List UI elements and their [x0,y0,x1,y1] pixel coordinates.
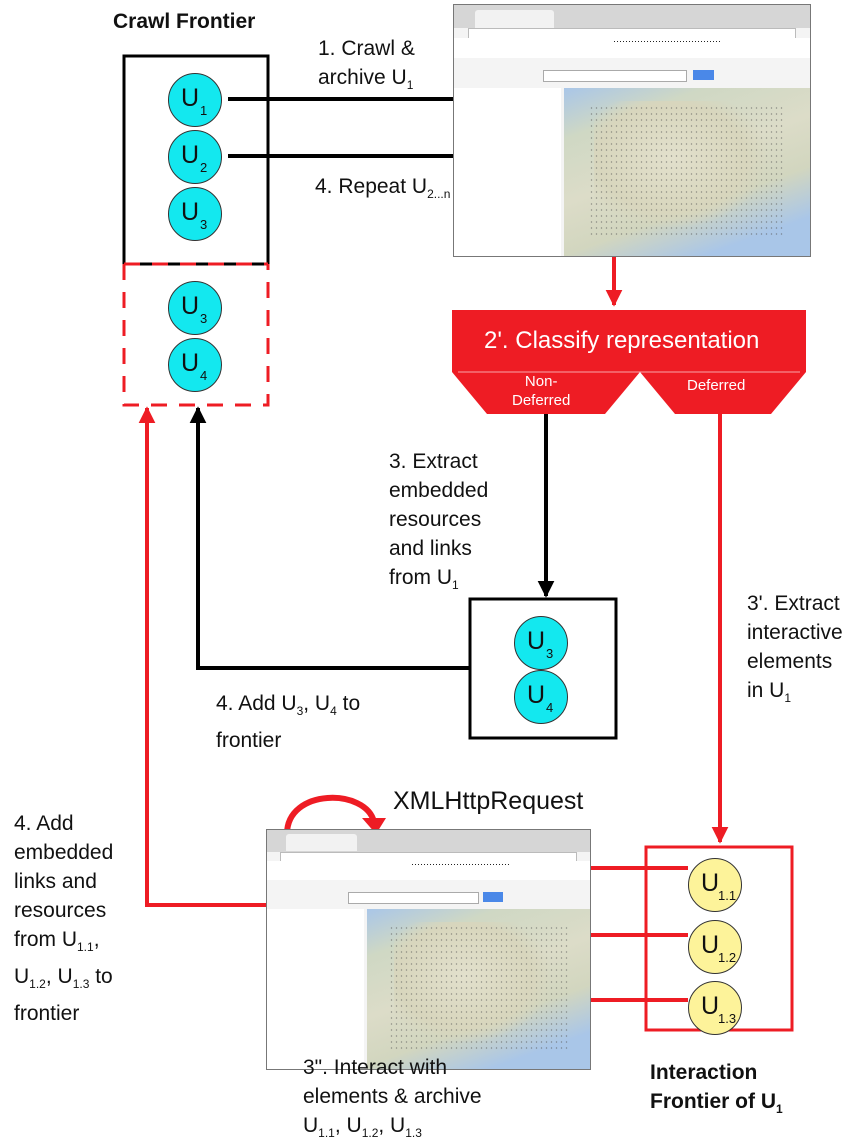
browser-screenshot-bottom [266,829,591,1070]
xmlhttprequest-label: XMLHttpRequest [393,787,584,815]
arrow-add-embedded [138,406,266,907]
step-add-embedded-label: 4. Add embedded links and resources from… [14,812,114,1025]
step-extract-label: 3. Extract embedded resources and links … [389,450,489,592]
step-extract-interactive-label: 3'. Extract interactive elements in U1 [747,592,843,705]
non-deferred-tab [452,372,640,414]
step-add-frontier-label: 4. Add U3, U4 to frontier [216,692,361,752]
crawl-frontier-dashed-box [122,264,270,407]
deferred-label: Deferred [687,377,746,394]
classify-banner [452,310,806,372]
crawl-frontier-title: Crawl Frontier [113,10,256,33]
step-repeat-label: 4. Repeat U2...n [315,175,451,201]
xmlhttprequest-loop-arrow [284,794,377,835]
xmlhttprequest-arrowhead [362,818,386,834]
step-interact-label: 3". Interact with elements & archive U1.… [303,1056,482,1140]
arrow-add-to-frontier [189,406,470,670]
deferred-tab [640,372,806,414]
non-deferred-label: Non- Deferred [512,373,571,409]
interaction-frontier-title: Interaction Frontier of U1 [650,1061,783,1116]
classify-label: 2'. Classify representation [484,327,760,354]
browser-screenshot-top [453,4,811,257]
step-crawl-label: 1. Crawl & archive U1 [318,37,415,92]
